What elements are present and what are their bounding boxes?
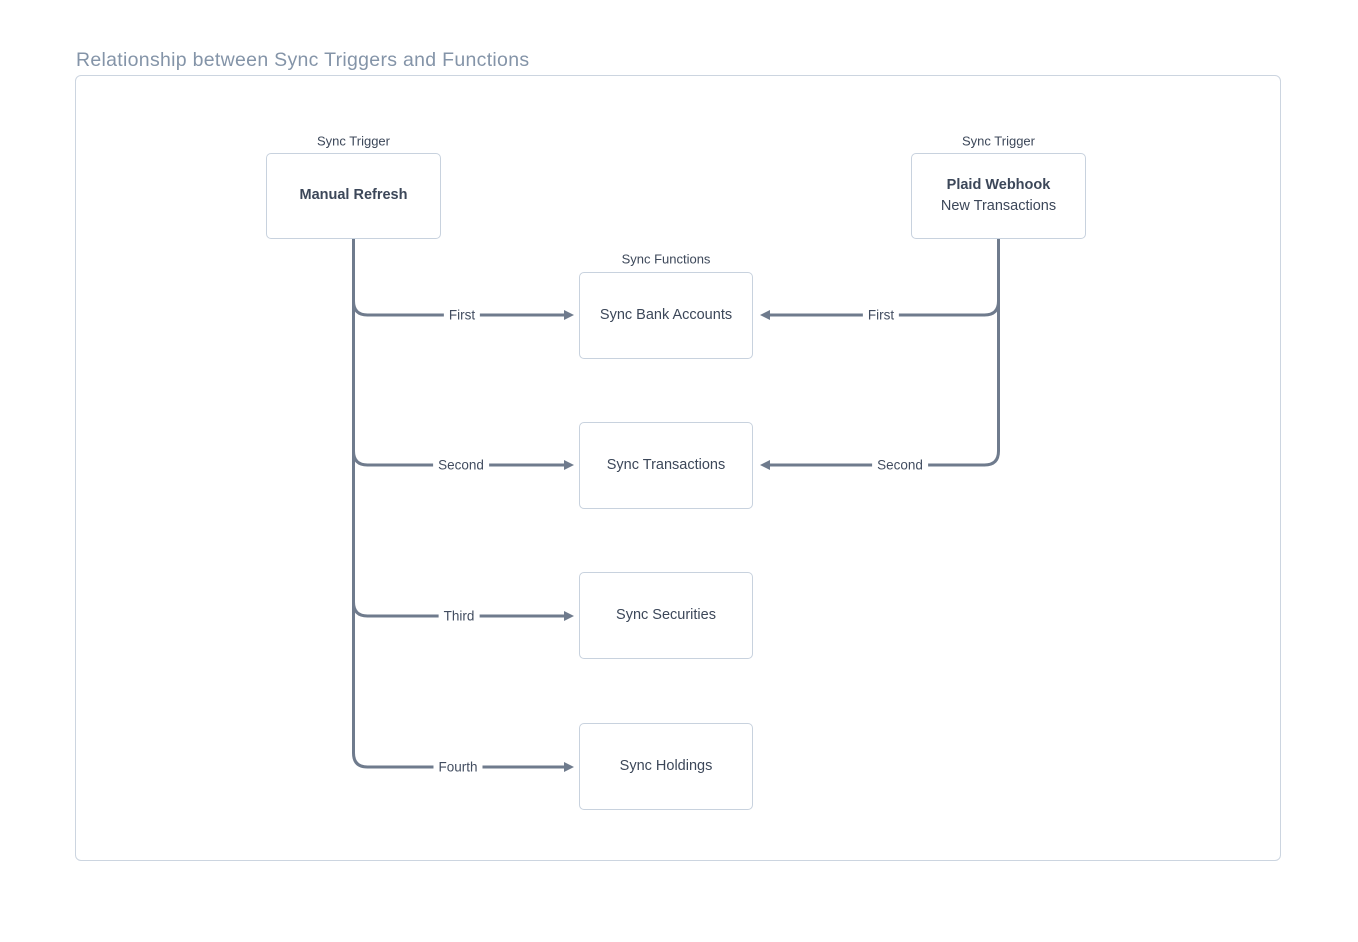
edge-plaid-first	[760, 300, 1000, 320]
diagram-frame	[75, 75, 1281, 861]
node-sync-transactions-label: Sync Transactions	[606, 456, 726, 473]
edge-label-manual-third: Third	[438, 607, 480, 625]
diagram-title: Relationship between Sync Triggers and F…	[76, 49, 530, 71]
edge-manual-second	[352, 450, 574, 470]
node-sync-securities: Sync Securities	[579, 572, 753, 659]
node-plaid-webhook-label: Plaid Webhook	[946, 176, 1051, 193]
edge-manual-trunk-fourth	[352, 239, 574, 772]
edge-manual-first	[352, 300, 574, 320]
edge-label-plaid-first: First	[862, 306, 900, 324]
node-manual-refresh: Manual Refresh	[266, 153, 441, 239]
node-sync-holdings: Sync Holdings	[579, 723, 753, 810]
edge-label-manual-first: First	[443, 306, 481, 324]
edge-plaid-trunk-second	[760, 239, 1000, 470]
group-label-sync-trigger-plaid: Sync Trigger	[962, 133, 1035, 149]
edge-label-plaid-second: Second	[872, 456, 928, 474]
edge-manual-third	[352, 601, 574, 621]
node-plaid-webhook: Plaid Webhook New Transactions	[911, 153, 1086, 239]
node-plaid-webhook-subtitle: New Transactions	[940, 198, 1057, 214]
node-sync-bank-accounts: Sync Bank Accounts	[579, 272, 753, 359]
group-label-sync-functions: Sync Functions	[621, 251, 711, 267]
node-manual-refresh-label: Manual Refresh	[299, 187, 408, 204]
edge-label-manual-fourth: Fourth	[433, 758, 483, 776]
node-sync-securities-label: Sync Securities	[616, 606, 716, 623]
node-sync-bank-accounts-label: Sync Bank Accounts	[599, 306, 733, 323]
edge-label-manual-second: Second	[433, 456, 489, 474]
group-label-sync-trigger-manual: Sync Trigger	[317, 133, 390, 149]
node-sync-transactions: Sync Transactions	[579, 422, 753, 509]
node-sync-holdings-label: Sync Holdings	[619, 757, 713, 774]
